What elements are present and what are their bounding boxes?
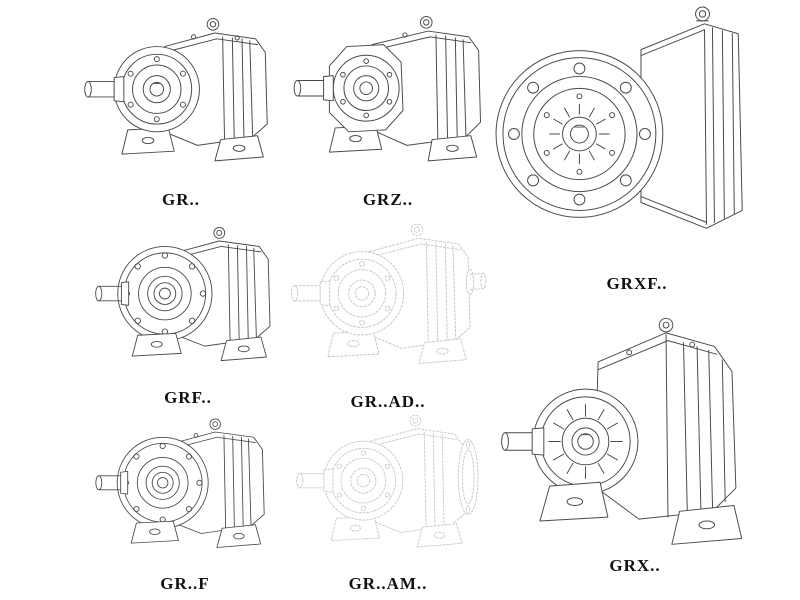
label-gr: GR.. [162,190,200,209]
figure-grz: GRZ.. [288,2,488,210]
grz-gearbox-drawing [293,16,481,162]
grf-gearbox-drawing [95,226,271,362]
grx-gearbox-drawing [501,317,743,545]
label-grz: GRZ.. [362,190,414,209]
figure-grx: GRX.. [492,296,778,576]
label-gr-ad: GR..AD.. [350,392,426,411]
label-gr-am: GR..AM.. [348,574,428,593]
figure-gr: GR.. [78,2,284,210]
figure-grf: GRF.. [82,212,294,408]
gr-am-gearbox-drawing [296,414,479,548]
label-grf: GRF.. [164,388,212,407]
label-grx: GRX.. [609,556,661,575]
grxf-gearbox-drawing [495,6,743,229]
label-grxf: GRXF.. [606,274,668,293]
gr-ad-gearbox-drawing [290,223,487,364]
gr-gearbox-drawing [84,17,268,162]
figure-grxf: GRXF.. [492,0,782,294]
figure-gr-f: GR..F [82,404,288,594]
gr-f-gearbox-drawing [95,418,265,548]
label-gr-f: GR..F [160,574,210,593]
figure-gr-am: GR..AM.. [283,400,493,594]
figure-gr-ad: GR..AD.. [283,208,493,412]
